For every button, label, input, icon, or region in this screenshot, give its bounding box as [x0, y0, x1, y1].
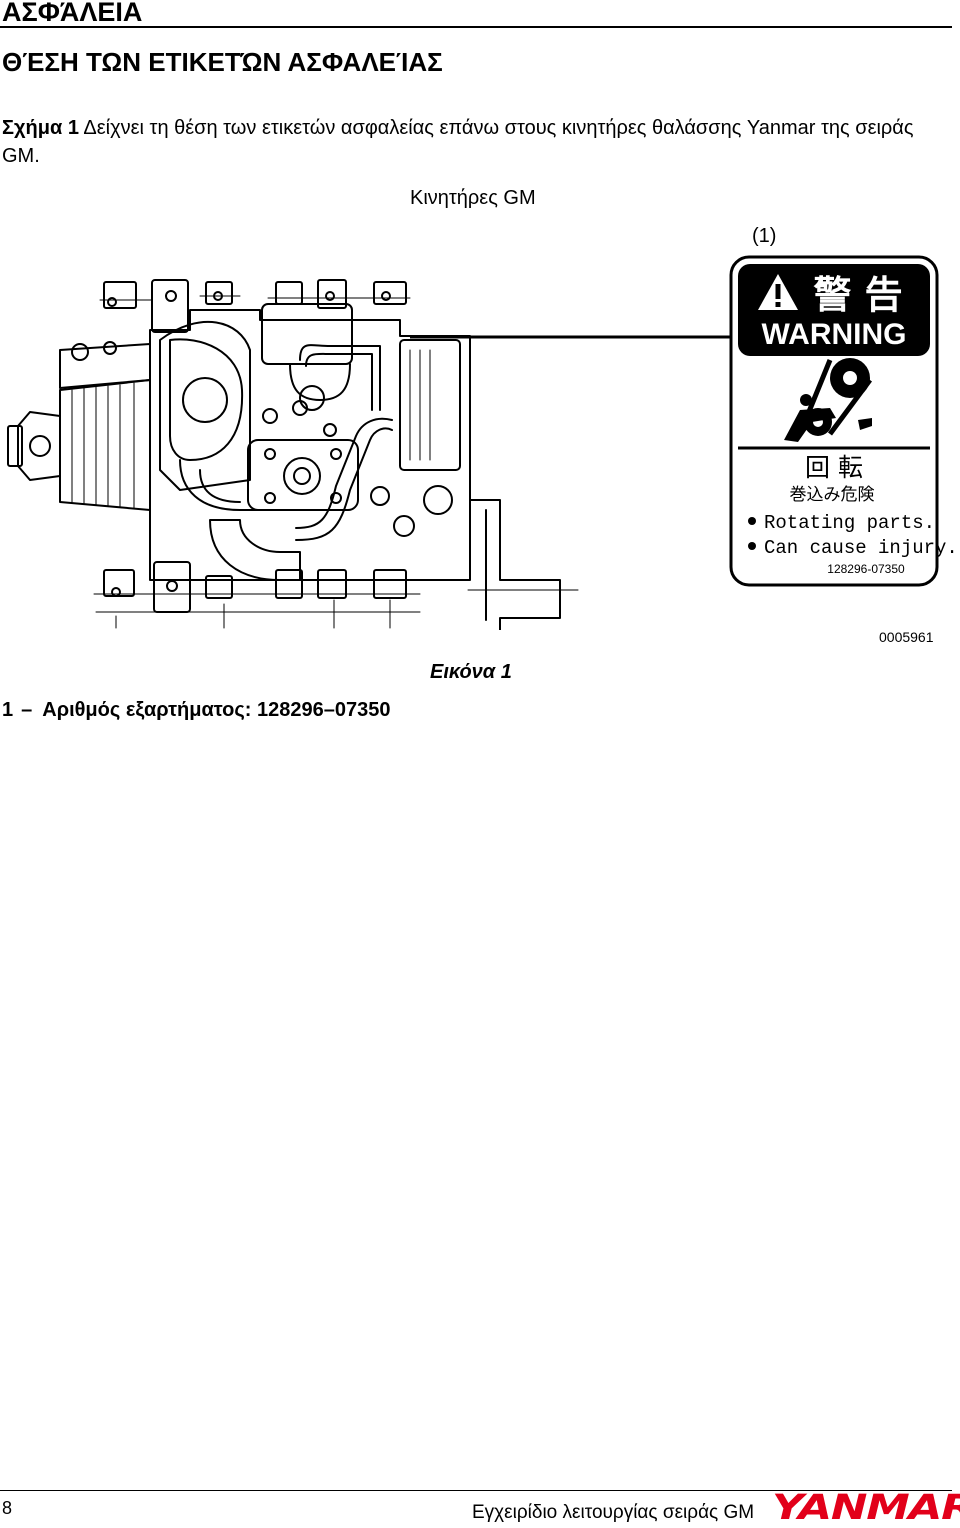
figure-title: Κινητήρες GM: [410, 187, 536, 209]
label-kanji-title: 警 告: [813, 273, 902, 317]
rotating-parts-pictogram-icon: [784, 358, 873, 442]
page-heading: ΘΈΣΗ ΤΩΝ ΕΤΙΚΕΤΏΝ ΑΣΦΑΛΕΊΑΣ: [2, 47, 443, 77]
page-number: 8: [2, 1498, 13, 1518]
label-bullet-rotating-parts: Rotating parts.: [764, 512, 935, 534]
section-title: ΑΣΦΆΛΕΙΑ: [2, 0, 143, 27]
engine-figure: 警 告 WARNING 回 転 巻込み危険 Rotating parts. Ca…: [7, 255, 958, 630]
warning-label: 警 告 WARNING 回 転 巻込み危険 Rotating parts. Ca…: [729, 255, 958, 587]
figure-reference: Σχήμα 1: [2, 117, 79, 139]
legend-number: 1: [2, 699, 14, 721]
engine-drawing: [7, 279, 579, 630]
image-code: 0005961: [879, 629, 934, 645]
legend-item: 1–Αριθμός εξαρτήματος: 128296–07350: [2, 698, 390, 722]
legend-text: Αριθμός εξαρτήματος: 128296–07350: [42, 699, 391, 721]
warning-triangle-icon: [758, 274, 798, 310]
figure-caption: Εικόνα 1: [430, 661, 512, 683]
label-bullet-can-cause-injury: Can cause injury.: [764, 537, 958, 559]
manual-title: Εγχειρίδιο λειτουργίας σειράς GM: [472, 1502, 755, 1523]
label-part-code: 128296-07350: [827, 562, 905, 576]
legend-dash: –: [21, 699, 33, 721]
footer-rule: [0, 1490, 952, 1491]
intro-text: Δείχνει τη θέση των ετικετών ασφαλείας ε…: [2, 117, 914, 167]
callout-number: (1): [752, 225, 777, 247]
intro-paragraph: Σχήμα 1 Δείχνει τη θέση των ετικετών ασφ…: [2, 114, 942, 170]
label-kanji-danger: 巻込み危険: [790, 485, 875, 505]
label-warning-word: WARNING: [762, 318, 907, 351]
yanmar-logo: YANMAR: [772, 1488, 960, 1528]
header-rule: [0, 26, 952, 28]
label-kanji-rotation: 回 転: [805, 453, 863, 482]
